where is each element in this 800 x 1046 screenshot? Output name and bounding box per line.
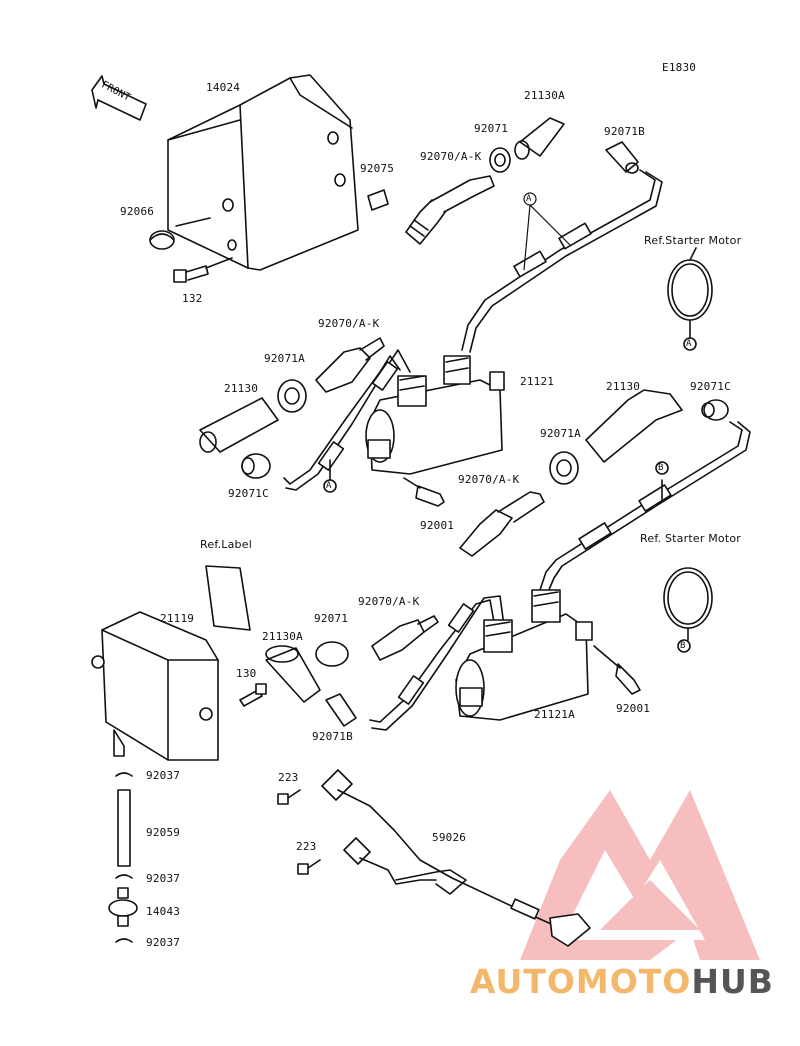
clamp-92037-a [115, 772, 133, 777]
circle-B2: B [680, 641, 686, 651]
clamp-92037-b [115, 874, 133, 879]
cap-92071-low [315, 641, 349, 667]
label-14024: 14024 [206, 81, 241, 94]
label-92001-low: 92001 [616, 702, 651, 715]
label-92066: 92066 [120, 205, 155, 218]
spark-plug-top [405, 175, 495, 245]
label-21130A-low: 21130A [262, 630, 303, 643]
ref-label-sticker [205, 565, 251, 631]
diagram-code: E1830 [662, 61, 697, 74]
plug-cap-21130-right [585, 389, 683, 463]
bolt-92001-low [593, 645, 641, 695]
label-92037-b: 92037 [146, 872, 181, 885]
label-92071-low: 92071 [314, 612, 349, 625]
wire-top [461, 169, 663, 353]
harness-59026 [321, 769, 591, 947]
plug-cap-21130A-low [265, 645, 321, 703]
label-21121: 21121 [520, 375, 555, 388]
band-A [667, 247, 713, 351]
label-130: 130 [236, 667, 257, 680]
filter-14043 [108, 887, 138, 927]
wire-right [539, 421, 751, 593]
igniter-21119 [91, 611, 219, 761]
cap-92071C-right [701, 399, 729, 421]
cap-92071A-left [277, 379, 307, 413]
label-ref-starter-2: Ref. Starter Motor [640, 532, 742, 545]
cap-92071C-left [241, 453, 271, 479]
watermark-part2: HUB [691, 962, 774, 1001]
wire-low [369, 595, 505, 731]
hose-92059 [117, 789, 131, 867]
label-223-a: 223 [278, 771, 299, 784]
spark-plug-mid [315, 337, 385, 393]
cap-92071-top [489, 147, 511, 173]
clamp-92037-c [115, 938, 133, 943]
cover-14024 [167, 74, 359, 271]
label-92071A-left: 92071A [264, 352, 305, 365]
wire-mid-left [283, 349, 411, 493]
label-92071C-right: 92071C [690, 380, 731, 393]
pad-92075 [367, 189, 389, 211]
screw-223-b [297, 859, 321, 875]
label-21119: 21119 [160, 612, 195, 625]
front-arrow [91, 75, 147, 121]
label-92071A-right: 92071A [540, 427, 581, 440]
circle-A2: A [686, 339, 692, 349]
label-92037-c: 92037 [146, 936, 181, 949]
screw-223-a [277, 789, 301, 805]
label-ref-label: Ref.Label [200, 538, 252, 551]
coil-21121A [455, 589, 593, 721]
cap-92071B-top [605, 141, 639, 174]
label-21121A: 21121A [534, 708, 575, 721]
label-14043: 14043 [146, 905, 181, 918]
label-92070-right: 92070/A-K [458, 473, 520, 486]
plug-cap-21130-left [199, 397, 279, 453]
label-92071C-left: 92071C [228, 487, 269, 500]
label-92071B-low: 92071B [312, 730, 353, 743]
watermark-part1: AUTOMOTO [470, 962, 692, 1001]
label-21130-left: 21130 [224, 382, 259, 395]
circle-A1: A [526, 194, 532, 204]
label-21130A-top: 21130A [524, 89, 565, 102]
label-132: 132 [182, 292, 203, 305]
circle-A3: A [326, 481, 332, 491]
grommet-92066 [149, 217, 211, 250]
label-223-b: 223 [296, 840, 317, 853]
spark-plug-right [459, 491, 545, 557]
bolt-132 [173, 257, 233, 283]
label-92037-a: 92037 [146, 769, 181, 782]
label-92071B-top: 92071B [604, 125, 645, 138]
label-ref-starter-1: Ref.Starter Motor [644, 234, 742, 247]
plug-cap-21130A-top [514, 117, 565, 160]
label-92075: 92075 [360, 162, 395, 175]
watermark-text: AUTOMOTOHUB [470, 962, 774, 1001]
bolt-92001-mid [403, 477, 445, 507]
circle-B1: B [658, 463, 664, 473]
label-92059: 92059 [146, 826, 181, 839]
label-21130-right: 21130 [606, 380, 641, 393]
label-92001-mid: 92001 [420, 519, 455, 532]
label-92070-mid: 92070/A-K [318, 317, 380, 330]
spark-plug-low [371, 615, 439, 661]
coil-21121 [365, 355, 505, 475]
label-92071-top: 92071 [474, 122, 509, 135]
label-92070-low: 92070/A-K [358, 595, 420, 608]
cap-92071B-low [325, 693, 357, 727]
band-B [663, 567, 713, 653]
label-59026: 59026 [432, 831, 467, 844]
bolt-130 [239, 683, 267, 707]
cap-92071A-right [549, 451, 579, 485]
label-92070-top: 92070/A-K [420, 150, 482, 163]
